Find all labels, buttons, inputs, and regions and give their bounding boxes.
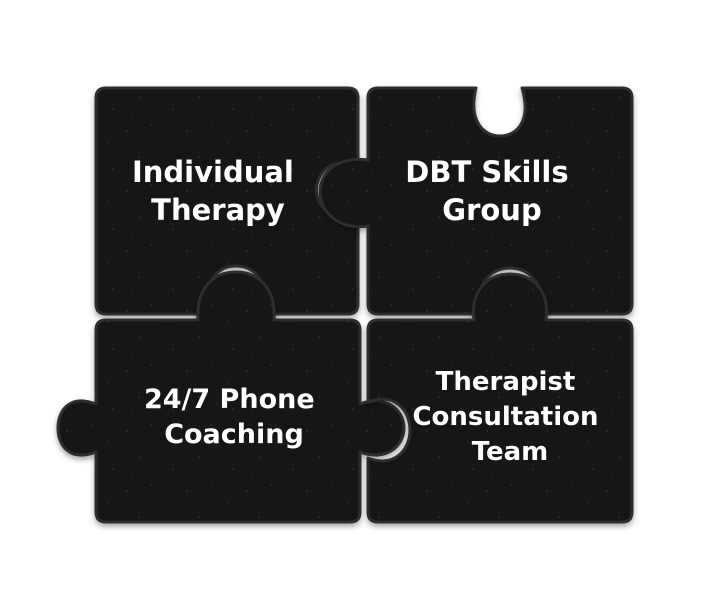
label-consultation-team: Therapist Consultation Team (412, 367, 607, 467)
puzzle-piece-phone-coaching: 24/7 Phone Coaching (56, 270, 406, 524)
label-line: Team (472, 437, 549, 467)
puzzle-piece-consultation-team: Therapist Consultation Team (366, 272, 634, 524)
label-line: Consultation (412, 402, 598, 432)
label-individual-therapy: Individual Therapy (132, 155, 304, 227)
label-phone-coaching: 24/7 Phone Coaching (144, 384, 324, 450)
label-line: Coaching (164, 419, 304, 450)
label-line: Therapy (151, 193, 285, 227)
puzzle-piece-individual-therapy: Individual Therapy (94, 86, 360, 316)
label-line: Therapist (436, 367, 576, 397)
label-line: Group (442, 193, 541, 227)
label-line: Individual (132, 155, 294, 189)
label-line: 24/7 Phone (144, 384, 315, 415)
puzzle-piece-dbt-skills-group: DBT Skills Group (318, 86, 634, 316)
label-dbt-skills-group: DBT Skills Group (405, 155, 578, 227)
piece-shape-dbt-skills-group (318, 86, 634, 316)
piece-shape-phone-coaching (56, 270, 406, 524)
label-line: DBT Skills (405, 155, 568, 189)
piece-shape-consultation-team (366, 272, 634, 524)
